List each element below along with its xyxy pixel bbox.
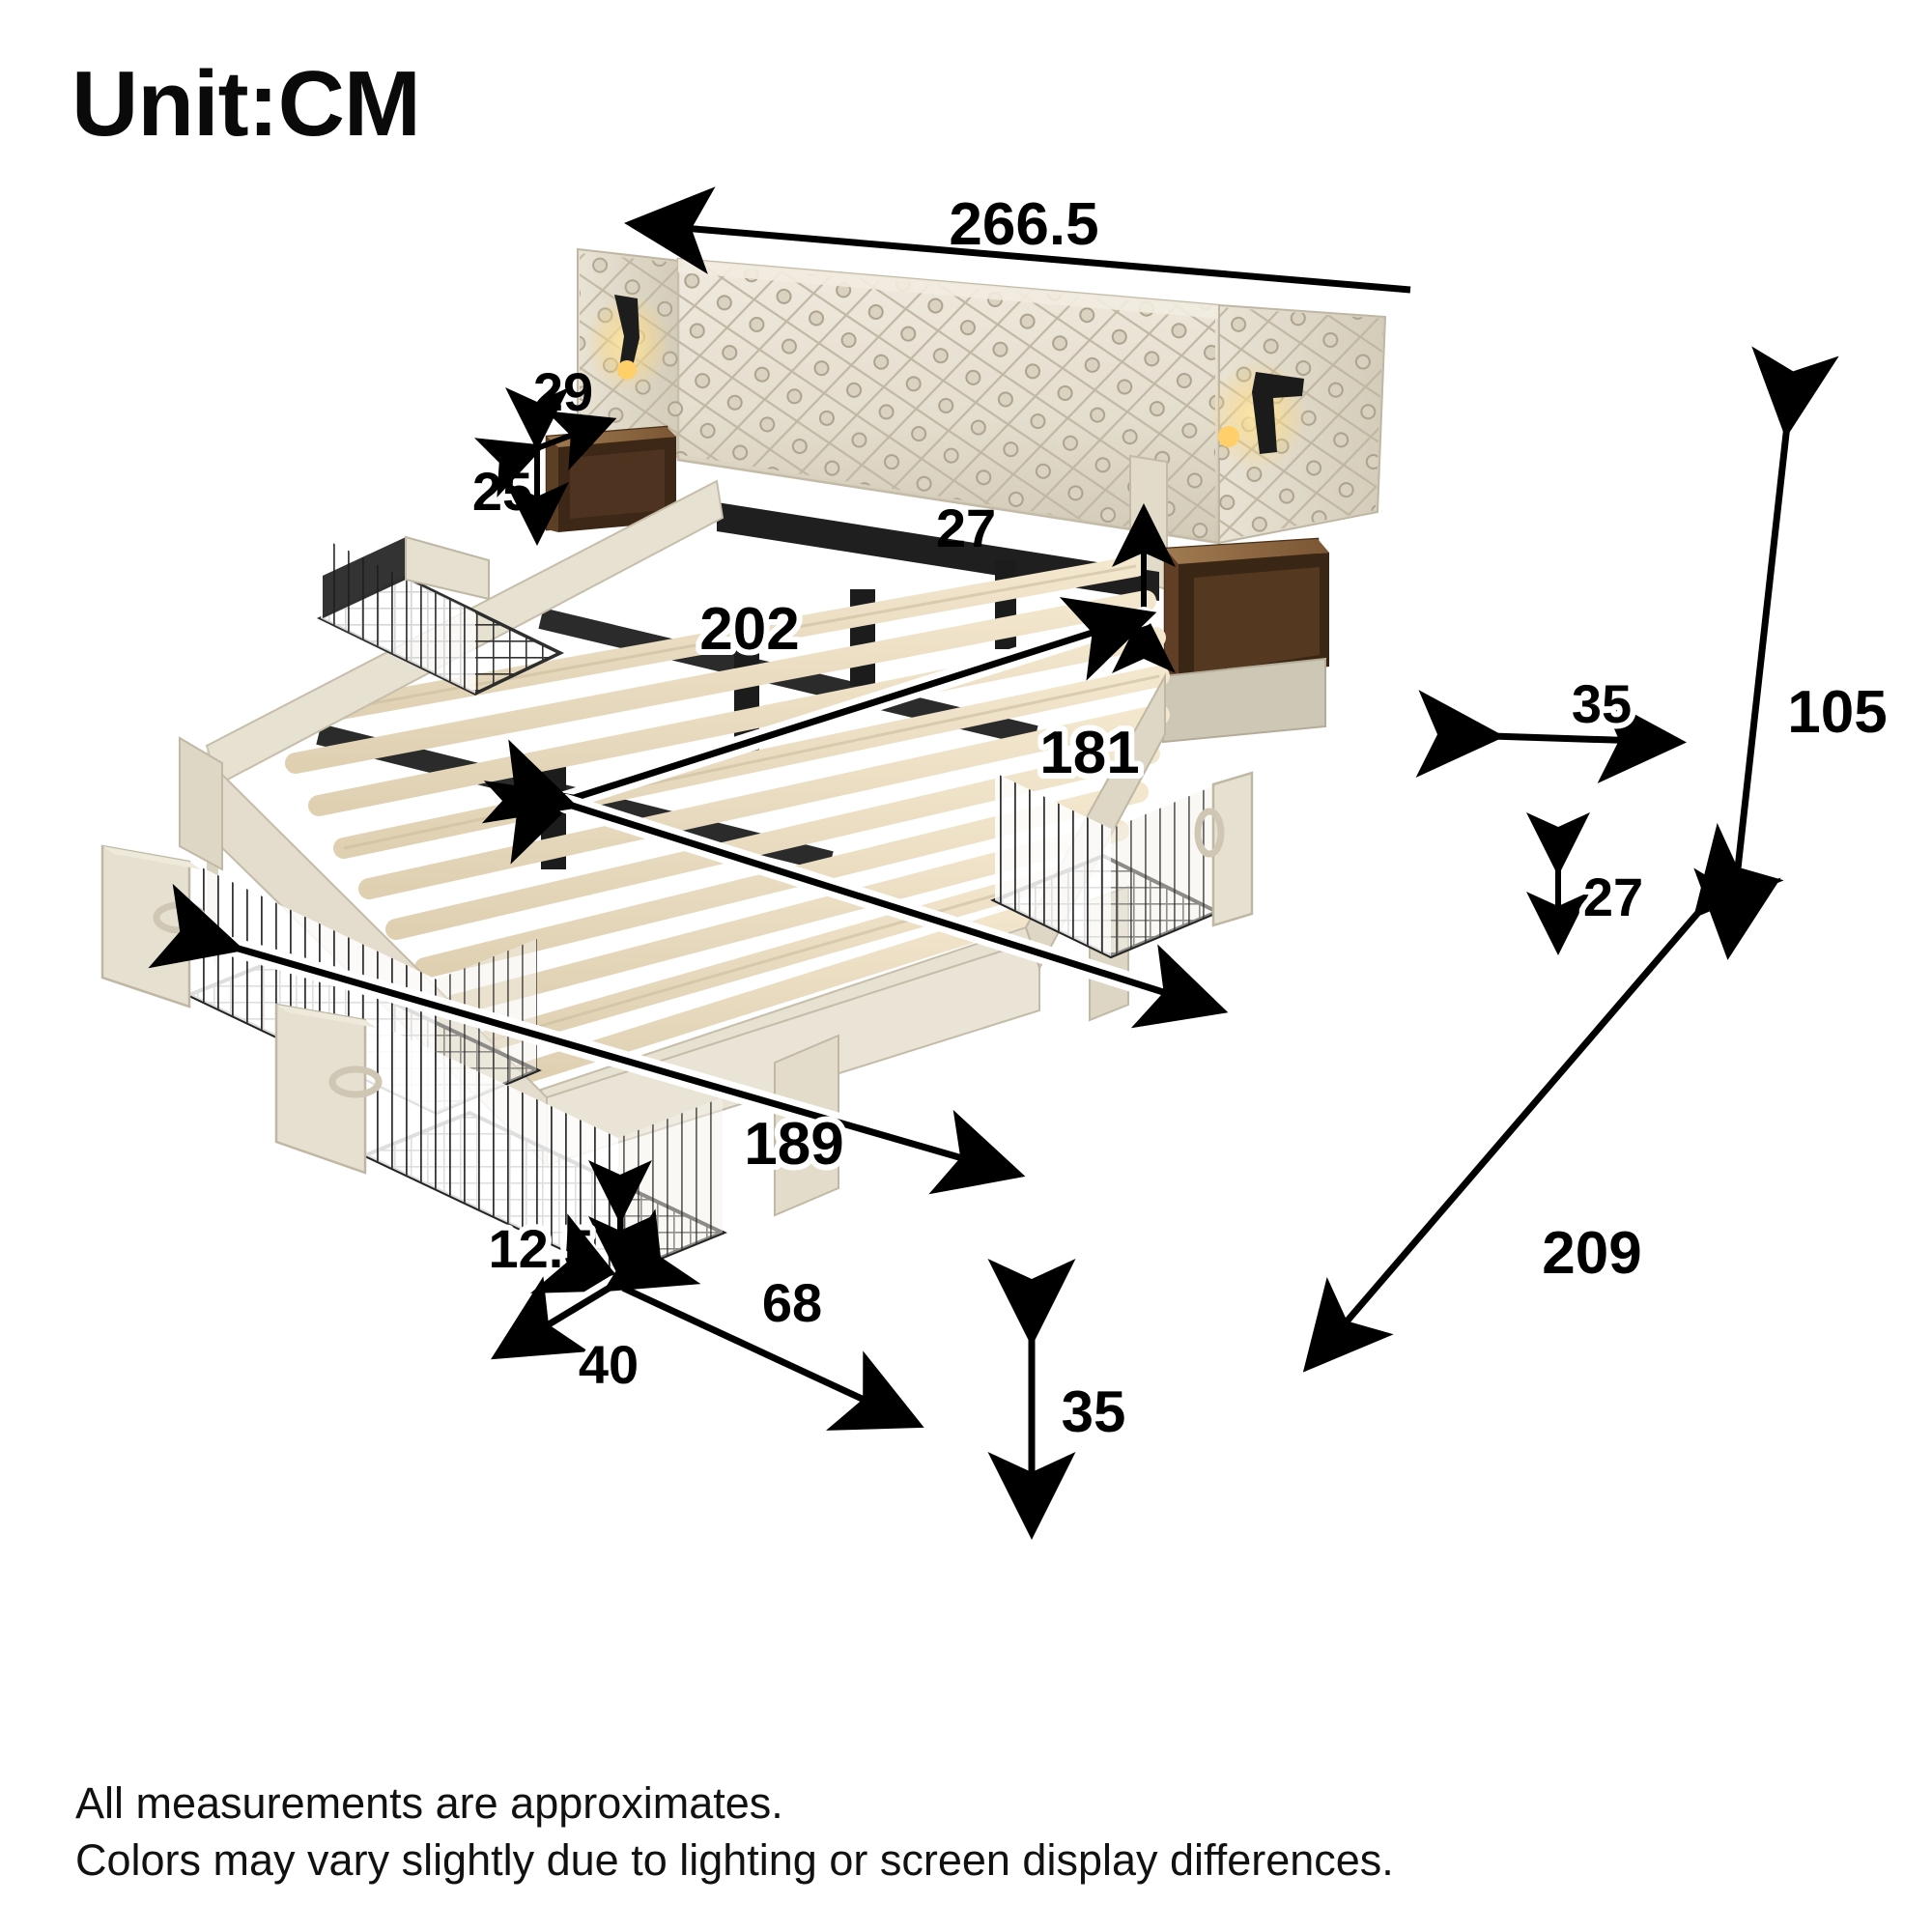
dimension-value-deck-length: 189 bbox=[744, 1111, 843, 1178]
dimension-nightstand-width: 35 bbox=[1415, 668, 1687, 784]
dimension-value-drawer-width: 68 bbox=[762, 1272, 822, 1333]
dimension-value-overall-width: 266.5 bbox=[949, 191, 1098, 258]
dimension-value-floor-to-deck: 35 bbox=[1062, 1379, 1126, 1444]
dimension-annotations: 266.5 29 25 27 202 bbox=[148, 186, 1888, 1540]
dimension-value-deck-rail-height: 27 bbox=[936, 497, 996, 558]
dimension-overall-height: 105 bbox=[1693, 346, 1888, 960]
dimension-drawer-width: 68 bbox=[530, 1213, 924, 1432]
dimension-value-mattress-width: 181 bbox=[1039, 720, 1139, 786]
dimension-nightstand-left-height: 25 bbox=[472, 387, 569, 546]
dimension-value-drawer-clearance: 12.5 bbox=[489, 1218, 594, 1279]
dimension-value-nightstand-width: 35 bbox=[1572, 673, 1632, 734]
footnote-line-1: All measurements are approximates. bbox=[75, 1778, 783, 1828]
unit-title: Unit:CM bbox=[71, 52, 421, 156]
dimension-value-mattress-length: 202 bbox=[699, 596, 799, 663]
dimension-deck-rail-height: 27 bbox=[936, 497, 1176, 673]
reading-lamp-right bbox=[1252, 372, 1304, 454]
footnotes: All measurements are approximates. Color… bbox=[75, 1776, 1862, 1889]
dimension-value-drawer-depth: 40 bbox=[579, 1334, 639, 1395]
dimension-value-nightstand-right-height: 27 bbox=[1583, 867, 1643, 927]
dimension-value-nightstand-left-height: 25 bbox=[472, 461, 532, 522]
dimension-overall-length: 209 bbox=[1302, 822, 1784, 1373]
nightstand-right bbox=[1162, 537, 1329, 744]
dimension-value-nightstand-depth: 29 bbox=[533, 361, 593, 422]
dimension-value-overall-height: 105 bbox=[1787, 679, 1887, 746]
dimension-value-overall-length: 209 bbox=[1542, 1220, 1641, 1287]
dimension-nightstand-right-height: 27 bbox=[1526, 812, 1649, 955]
dimension-drawer-depth: 40 bbox=[491, 1208, 701, 1401]
reading-lamp-left bbox=[614, 295, 639, 379]
dimension-overall-width: 266.5 bbox=[624, 186, 1411, 294]
headboard bbox=[577, 247, 1387, 591]
footnote-line-2: Colors may vary slightly due to lighting… bbox=[75, 1834, 1394, 1885]
dimension-deck-length: 189 bbox=[148, 883, 1026, 1195]
dimension-floor-to-deck: 35 bbox=[987, 1259, 1131, 1540]
